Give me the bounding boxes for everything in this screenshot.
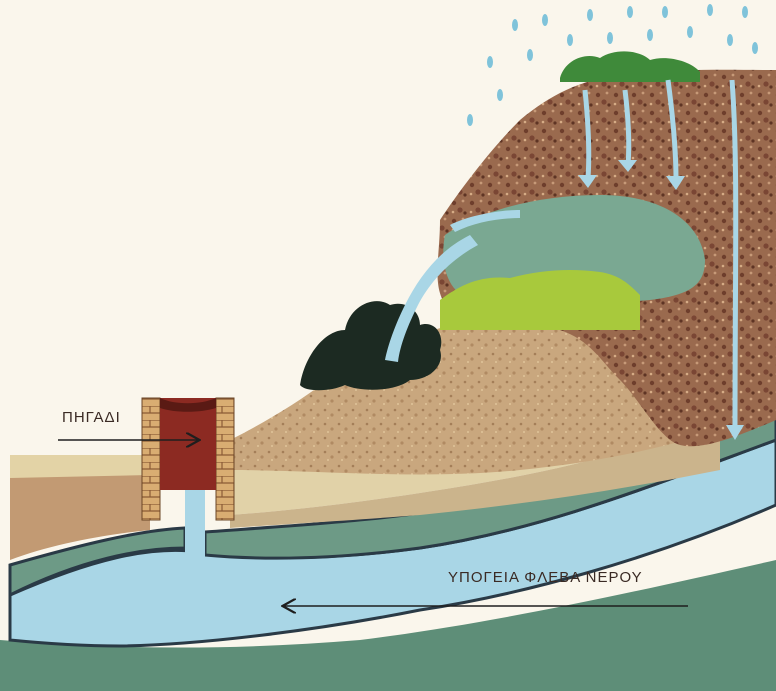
well-shaft-water xyxy=(185,490,205,560)
top-shrub xyxy=(560,51,700,82)
underground-vein-label: ΥΠΟΓΕΙΑ ΦΛΕΒΑ ΝΕΡΟΥ xyxy=(448,569,643,586)
well-interior xyxy=(160,398,216,490)
well-label: ΠΗΓΑΔΙ xyxy=(62,409,121,426)
well-left-wall xyxy=(142,398,160,520)
well-right-wall xyxy=(216,398,234,520)
left-topsoil xyxy=(10,455,150,478)
dark-trees xyxy=(300,301,441,390)
